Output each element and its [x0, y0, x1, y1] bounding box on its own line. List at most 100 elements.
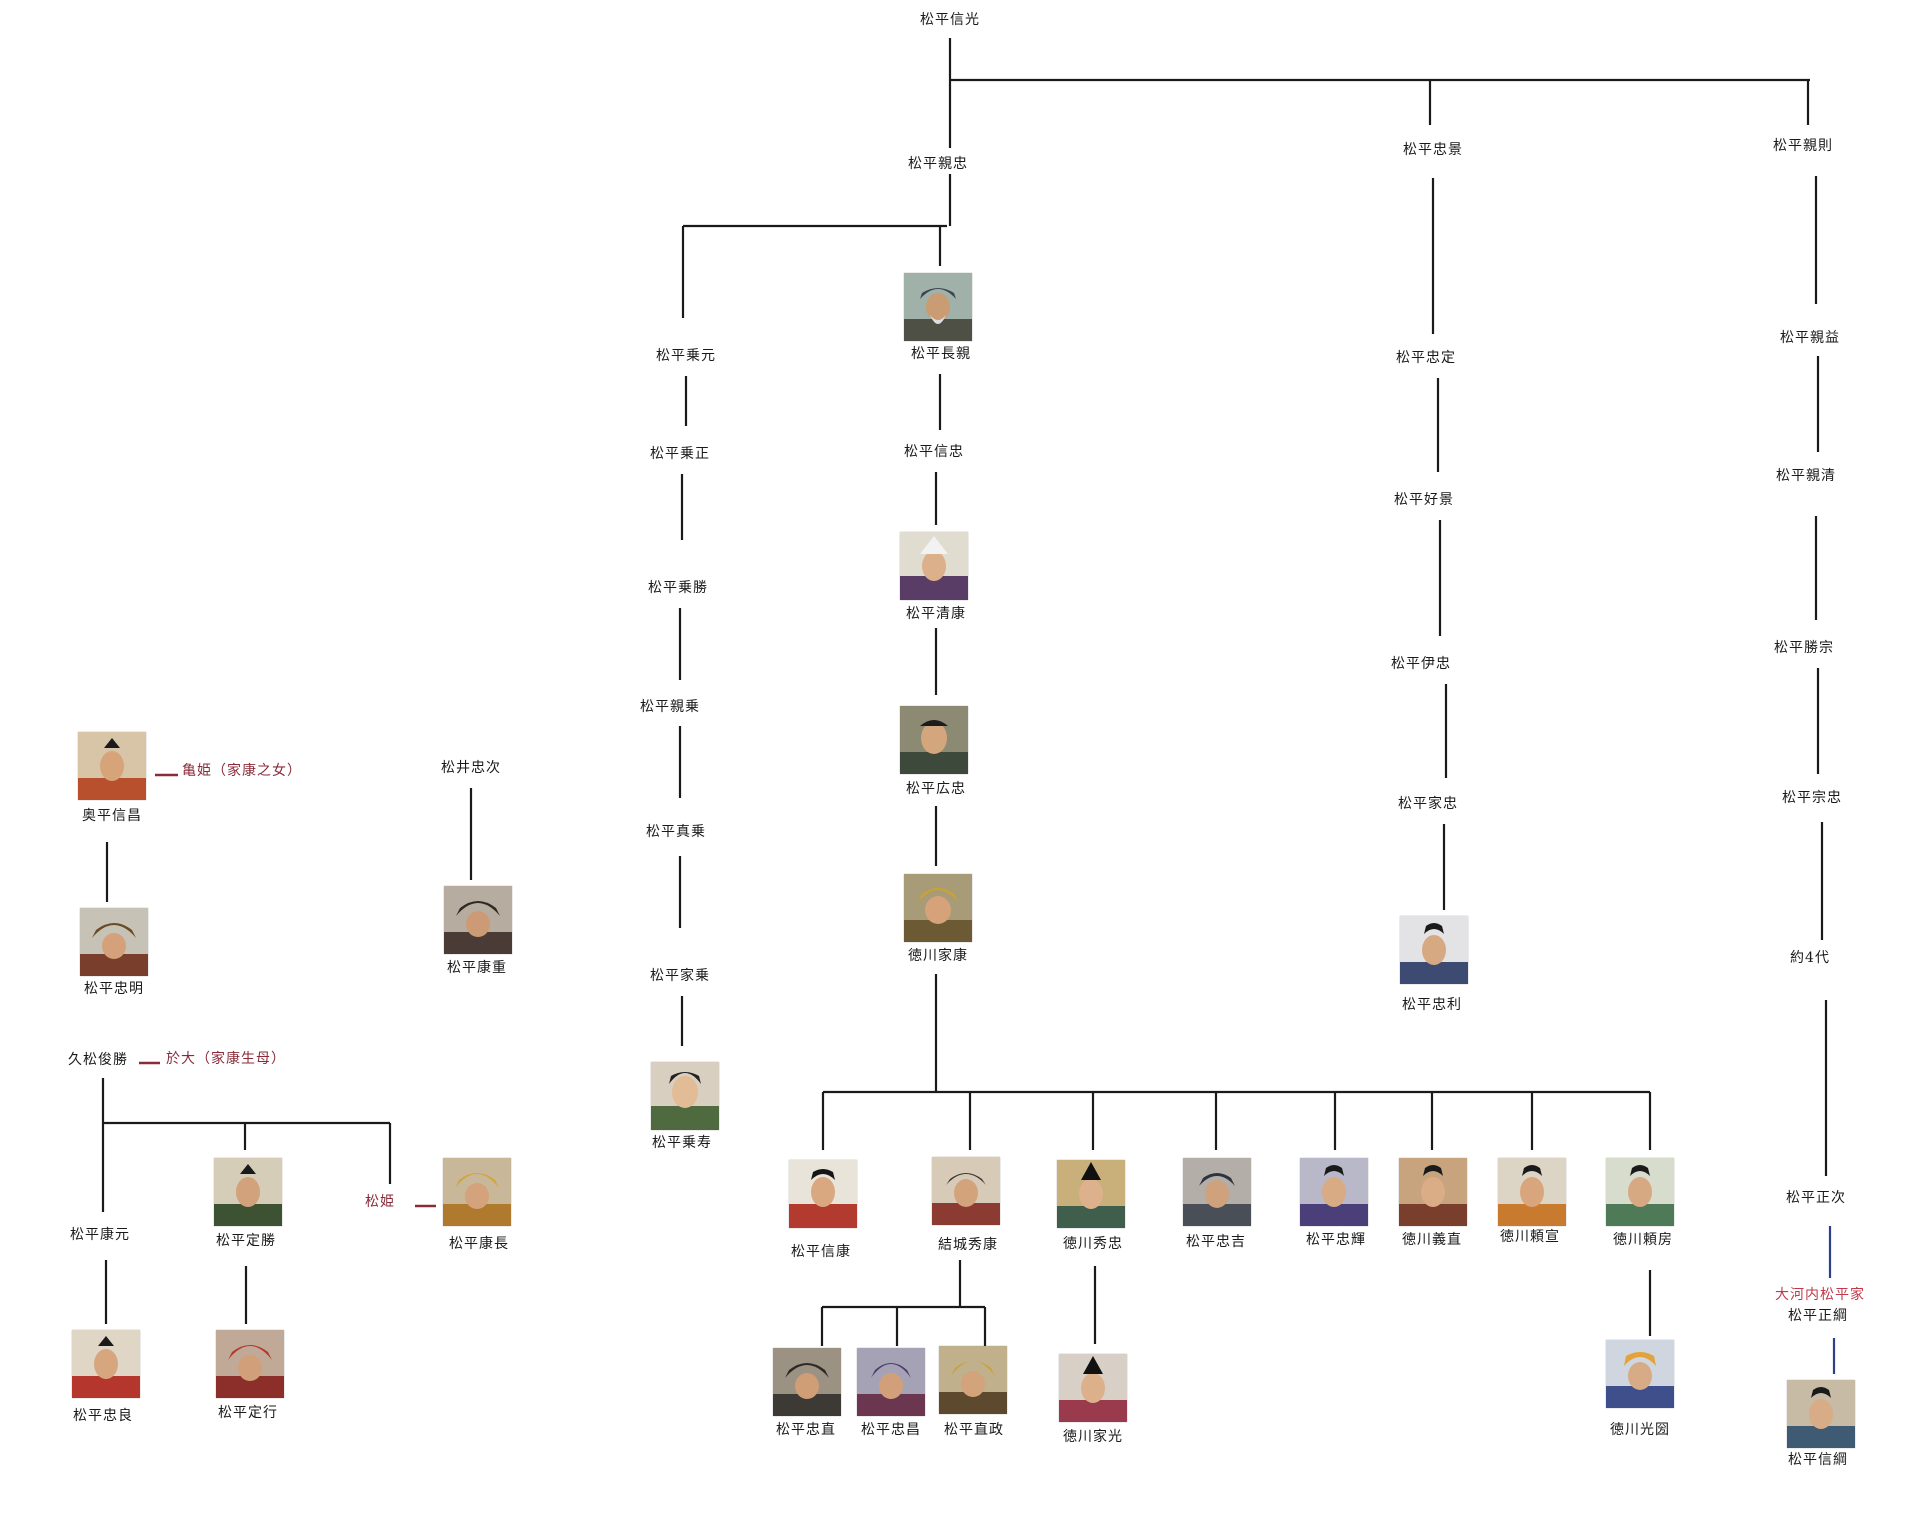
person-chikanori2: 松平親乗 [640, 699, 700, 715]
person-iemitsu: 徳川家光 [1063, 1429, 1123, 1445]
person-yoshinao: 徳川義直 [1402, 1232, 1462, 1248]
portrait-yasushige-icon [444, 886, 512, 954]
portrait-hideyasu-icon [932, 1157, 1000, 1225]
portrait-yorinobu-icon [1498, 1158, 1566, 1226]
person-tadayoshi2: 松平忠良 [73, 1408, 133, 1424]
portrait-nobuyasu [789, 1160, 857, 1228]
person-sananori: 松平真乗 [646, 824, 706, 840]
person-nobutsuna: 松平信綱 [1788, 1452, 1848, 1468]
person-chikanori: 松平親則 [1773, 138, 1833, 154]
person-norikatsu: 松平乗勝 [648, 580, 708, 596]
person-nagachika: 松平長親 [911, 346, 971, 362]
portrait-tadayoshi [1183, 1158, 1251, 1226]
portrait-mitsukuni-icon [1606, 1340, 1674, 1408]
portrait-kiyoyasu [900, 532, 968, 600]
portrait-yasunaga [443, 1158, 511, 1226]
person-tadateru: 松平忠輝 [1306, 1232, 1366, 1248]
person-norimasa: 松平乗正 [650, 446, 710, 462]
person-kiyoyasu: 松平清康 [906, 606, 966, 622]
person-sadayuki: 松平定行 [218, 1405, 278, 1421]
portrait-naomasa [939, 1346, 1007, 1414]
portrait-yasunaga-icon [443, 1158, 511, 1226]
person-yorinobu: 徳川頼宣 [1500, 1229, 1560, 1245]
portrait-tadatoshi-icon [1400, 916, 1468, 984]
portrait-norihisa [651, 1062, 719, 1130]
portrait-tadayoshi2 [72, 1330, 140, 1398]
portrait-yoshinao [1399, 1158, 1467, 1226]
portrait-iemitsu [1059, 1354, 1127, 1422]
spouse-odai: 於大（家康生母） [166, 1051, 286, 1067]
person-naomasa: 松平直政 [944, 1422, 1004, 1438]
portrait-ieyasu [904, 874, 972, 942]
portrait-tadamasa-icon [857, 1348, 925, 1416]
portrait-tadateru-icon [1300, 1158, 1368, 1226]
portrait-naomasa-icon [939, 1346, 1007, 1414]
portrait-yorifusa-icon [1606, 1158, 1674, 1226]
portrait-tadayoshi-icon [1183, 1158, 1251, 1226]
portrait-ieyasu-icon [904, 874, 972, 942]
portrait-sadakatsu-icon [214, 1158, 282, 1226]
person-masatsuna-father: 松平正次 [1786, 1190, 1846, 1206]
person-norihisa: 松平乗寿 [652, 1135, 712, 1151]
person-nobumitsu: 松平信光 [920, 12, 980, 28]
spouse-matsuhime: 松姫 [365, 1194, 395, 1210]
portrait-hideyasu [932, 1157, 1000, 1225]
person-nobutada: 松平信忠 [904, 444, 964, 460]
person-nobuyasu: 松平信康 [791, 1244, 851, 1260]
person-matsui-tadatsugu: 松井忠次 [441, 760, 501, 776]
person-sadakatsu: 松平定勝 [216, 1233, 276, 1249]
portrait-tadaakira [80, 908, 148, 976]
portrait-tadaakira-icon [80, 908, 148, 976]
person-yasunaga: 松平康長 [449, 1236, 509, 1252]
person-yorifusa: 徳川頼房 [1613, 1232, 1673, 1248]
portrait-yorifusa [1606, 1158, 1674, 1226]
portrait-sadayuki-icon [216, 1330, 284, 1398]
person-tadayoshi: 松平忠吉 [1186, 1234, 1246, 1250]
portrait-nagachika-icon [904, 273, 972, 341]
person-yasushige: 松平康重 [447, 960, 507, 976]
person-hideyasu: 結城秀康 [938, 1237, 998, 1253]
portrait-tadateru [1300, 1158, 1368, 1226]
portrait-sadakatsu [214, 1158, 282, 1226]
person-tadatoshi: 松平忠利 [1402, 997, 1462, 1013]
person-okudaira-nobumasa: 奥平信昌 [82, 808, 142, 824]
person-tadaakira: 松平忠明 [84, 981, 144, 997]
spouse-kamehime: 亀姫（家康之女） [182, 763, 302, 779]
person-tadakage: 松平忠景 [1403, 142, 1463, 158]
person-masatsuna: 松平正綱 [1788, 1308, 1848, 1324]
portrait-okudaira-nobumasa [78, 732, 146, 800]
person-yasumoto: 松平康元 [70, 1227, 130, 1243]
portrait-tadanao-icon [773, 1348, 841, 1416]
person-ieyasu: 徳川家康 [908, 948, 968, 964]
portrait-yasushige [444, 886, 512, 954]
person-koretada: 松平伊忠 [1391, 656, 1451, 672]
portrait-sadayuki [216, 1330, 284, 1398]
person-hirotada: 松平広忠 [906, 781, 966, 797]
portrait-hirotada [900, 706, 968, 774]
house-okochi-matsudaira: 大河内松平家 [1775, 1287, 1865, 1303]
person-hisamatsu-toshikatsu: 久松俊勝 [68, 1052, 128, 1068]
portrait-nobuyasu-icon [789, 1160, 857, 1228]
portrait-norihisa-icon [651, 1062, 719, 1130]
person-katsumune: 松平勝宗 [1774, 640, 1834, 656]
portrait-hidetada [1057, 1160, 1125, 1228]
portrait-kiyoyasu-icon [900, 532, 968, 600]
person-munetada: 松平宗忠 [1782, 790, 1842, 806]
person-tadasada: 松平忠定 [1396, 350, 1456, 366]
person-chikakiyo: 松平親清 [1776, 468, 1836, 484]
portrait-okudaira-nobumasa-icon [78, 732, 146, 800]
person-tadamasa: 松平忠昌 [861, 1422, 921, 1438]
person-chikatada: 松平親忠 [908, 156, 968, 172]
portrait-hidetada-icon [1057, 1160, 1125, 1228]
portrait-tadayoshi2-icon [72, 1330, 140, 1398]
portrait-iemitsu-icon [1059, 1354, 1127, 1422]
person-yoshikage: 松平好景 [1394, 492, 1454, 508]
portrait-yoshinao-icon [1399, 1158, 1467, 1226]
portrait-nobutsuna-icon [1787, 1380, 1855, 1448]
portrait-nagachika [904, 273, 972, 341]
portrait-tadanao [773, 1348, 841, 1416]
person-norimoto: 松平乗元 [656, 348, 716, 364]
person-ienori: 松平家乗 [650, 968, 710, 984]
